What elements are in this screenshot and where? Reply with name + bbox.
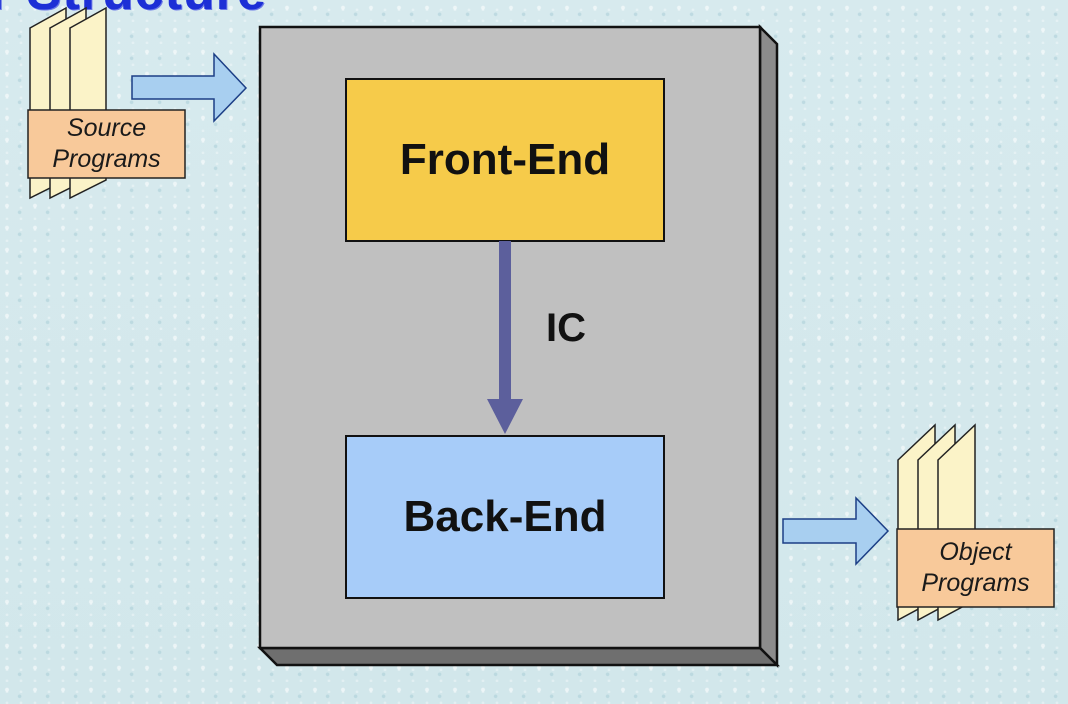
output-block-arrow xyxy=(782,496,890,566)
object-programs-label-box xyxy=(896,528,1055,608)
front-end-box xyxy=(345,78,665,242)
object-programs-doc-stack xyxy=(896,423,1055,622)
compiler-box-bottom xyxy=(256,646,781,667)
source-programs-label-box xyxy=(27,109,186,179)
input-block-arrow xyxy=(131,52,248,123)
back-end-label: Back-End xyxy=(403,492,607,541)
compiler-box-side xyxy=(758,23,779,669)
back-end-box xyxy=(345,435,665,599)
ic-label: IC xyxy=(546,306,586,350)
source-programs-doc-stack xyxy=(27,6,186,200)
object-programs-label: Object Programs xyxy=(921,538,1030,597)
ic-arrow xyxy=(487,241,523,434)
front-end-label: Front-End xyxy=(399,135,611,184)
source-programs-label: Source Programs xyxy=(52,114,161,173)
